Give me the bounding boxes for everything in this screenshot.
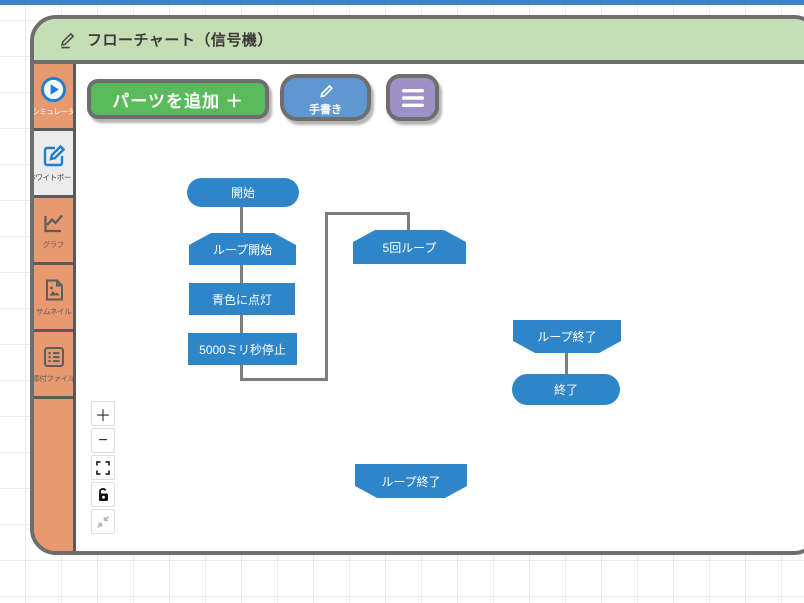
browser-top-bar [0,0,804,5]
connector [240,363,243,381]
connector [240,378,328,381]
sidebar-item-label: シミュレータ [34,106,73,116]
unlock-button[interactable] [91,482,115,507]
connector [325,212,328,381]
sidebar-item-graph[interactable]: グラフ [34,198,73,265]
flow-node-loop-end-bottom[interactable]: ループ終了 [355,464,467,498]
zoom-out-button[interactable]: − [91,428,115,453]
sidebar-item-label: サムネイル [35,307,72,316]
window-header: フローチャート（信号機） [34,19,804,64]
sidebar-item-thumbnail[interactable]: サムネイル [34,265,73,332]
flow-node-end[interactable]: 終了 [512,374,620,405]
hamburger-menu-icon [400,87,426,109]
sidebar-item-label: グラフ [42,240,65,249]
thumbnail-icon [41,277,67,303]
flow-node-loop-end-right[interactable]: ループ終了 [513,320,621,353]
connector [407,212,410,232]
zoom-in-button[interactable]: ＋ [91,401,115,426]
flow-node-loop-start[interactable]: ループ開始 [189,233,296,265]
unlock-icon [96,487,110,502]
connector [240,205,243,236]
add-parts-button[interactable]: パーツを追加 ＋ [87,79,269,119]
sidebar: シミュレータ ホワイトボード グラフ [34,64,76,551]
flow-node-start[interactable]: 開始 [187,178,299,207]
handwriting-label: 手書き [309,103,342,116]
play-icon [40,76,67,103]
whiteboard-canvas[interactable]: パーツを追加 ＋ 手書き [76,64,804,551]
pencil-icon [316,81,336,101]
sidebar-filler [34,399,73,551]
collapse-button[interactable] [91,509,115,534]
handwriting-button[interactable]: 手書き [280,74,371,121]
flow-node-wait-5000ms[interactable]: 5000ミリ秒停止 [188,333,297,365]
graph-icon [41,210,67,236]
fit-screen-icon [96,460,110,475]
flow-node-loop-5-times[interactable]: 5回ループ [353,230,466,264]
zoom-in-icon: ＋ [94,407,111,425]
fit-screen-button[interactable] [91,455,115,480]
connector [240,313,243,335]
sidebar-item-simulator[interactable]: シミュレータ [34,64,73,131]
menu-button[interactable] [386,74,439,121]
flowchart-app-window: フローチャート（信号機） シミュレータ [30,15,804,555]
collapse-icon [96,515,110,529]
sidebar-item-label: 添付ファイル [34,374,73,383]
connector [325,212,410,215]
zoom-controls: ＋ − [91,401,115,534]
connector [240,263,243,285]
edit-pencil-icon[interactable] [58,30,77,49]
whiteboard-edit-icon [41,143,67,169]
attachment-list-icon [41,344,67,370]
page-title: フローチャート（信号機） [87,32,273,49]
sidebar-item-attachments[interactable]: 添付ファイル [34,332,73,399]
sidebar-item-label: ホワイトボード [34,173,73,182]
window-body: シミュレータ ホワイトボード グラフ [34,64,804,551]
sidebar-item-whiteboard[interactable]: ホワイトボード [34,131,73,198]
connector [565,351,568,376]
zoom-out-icon: − [98,431,108,449]
flow-node-blue-light[interactable]: 青色に点灯 [189,283,295,315]
